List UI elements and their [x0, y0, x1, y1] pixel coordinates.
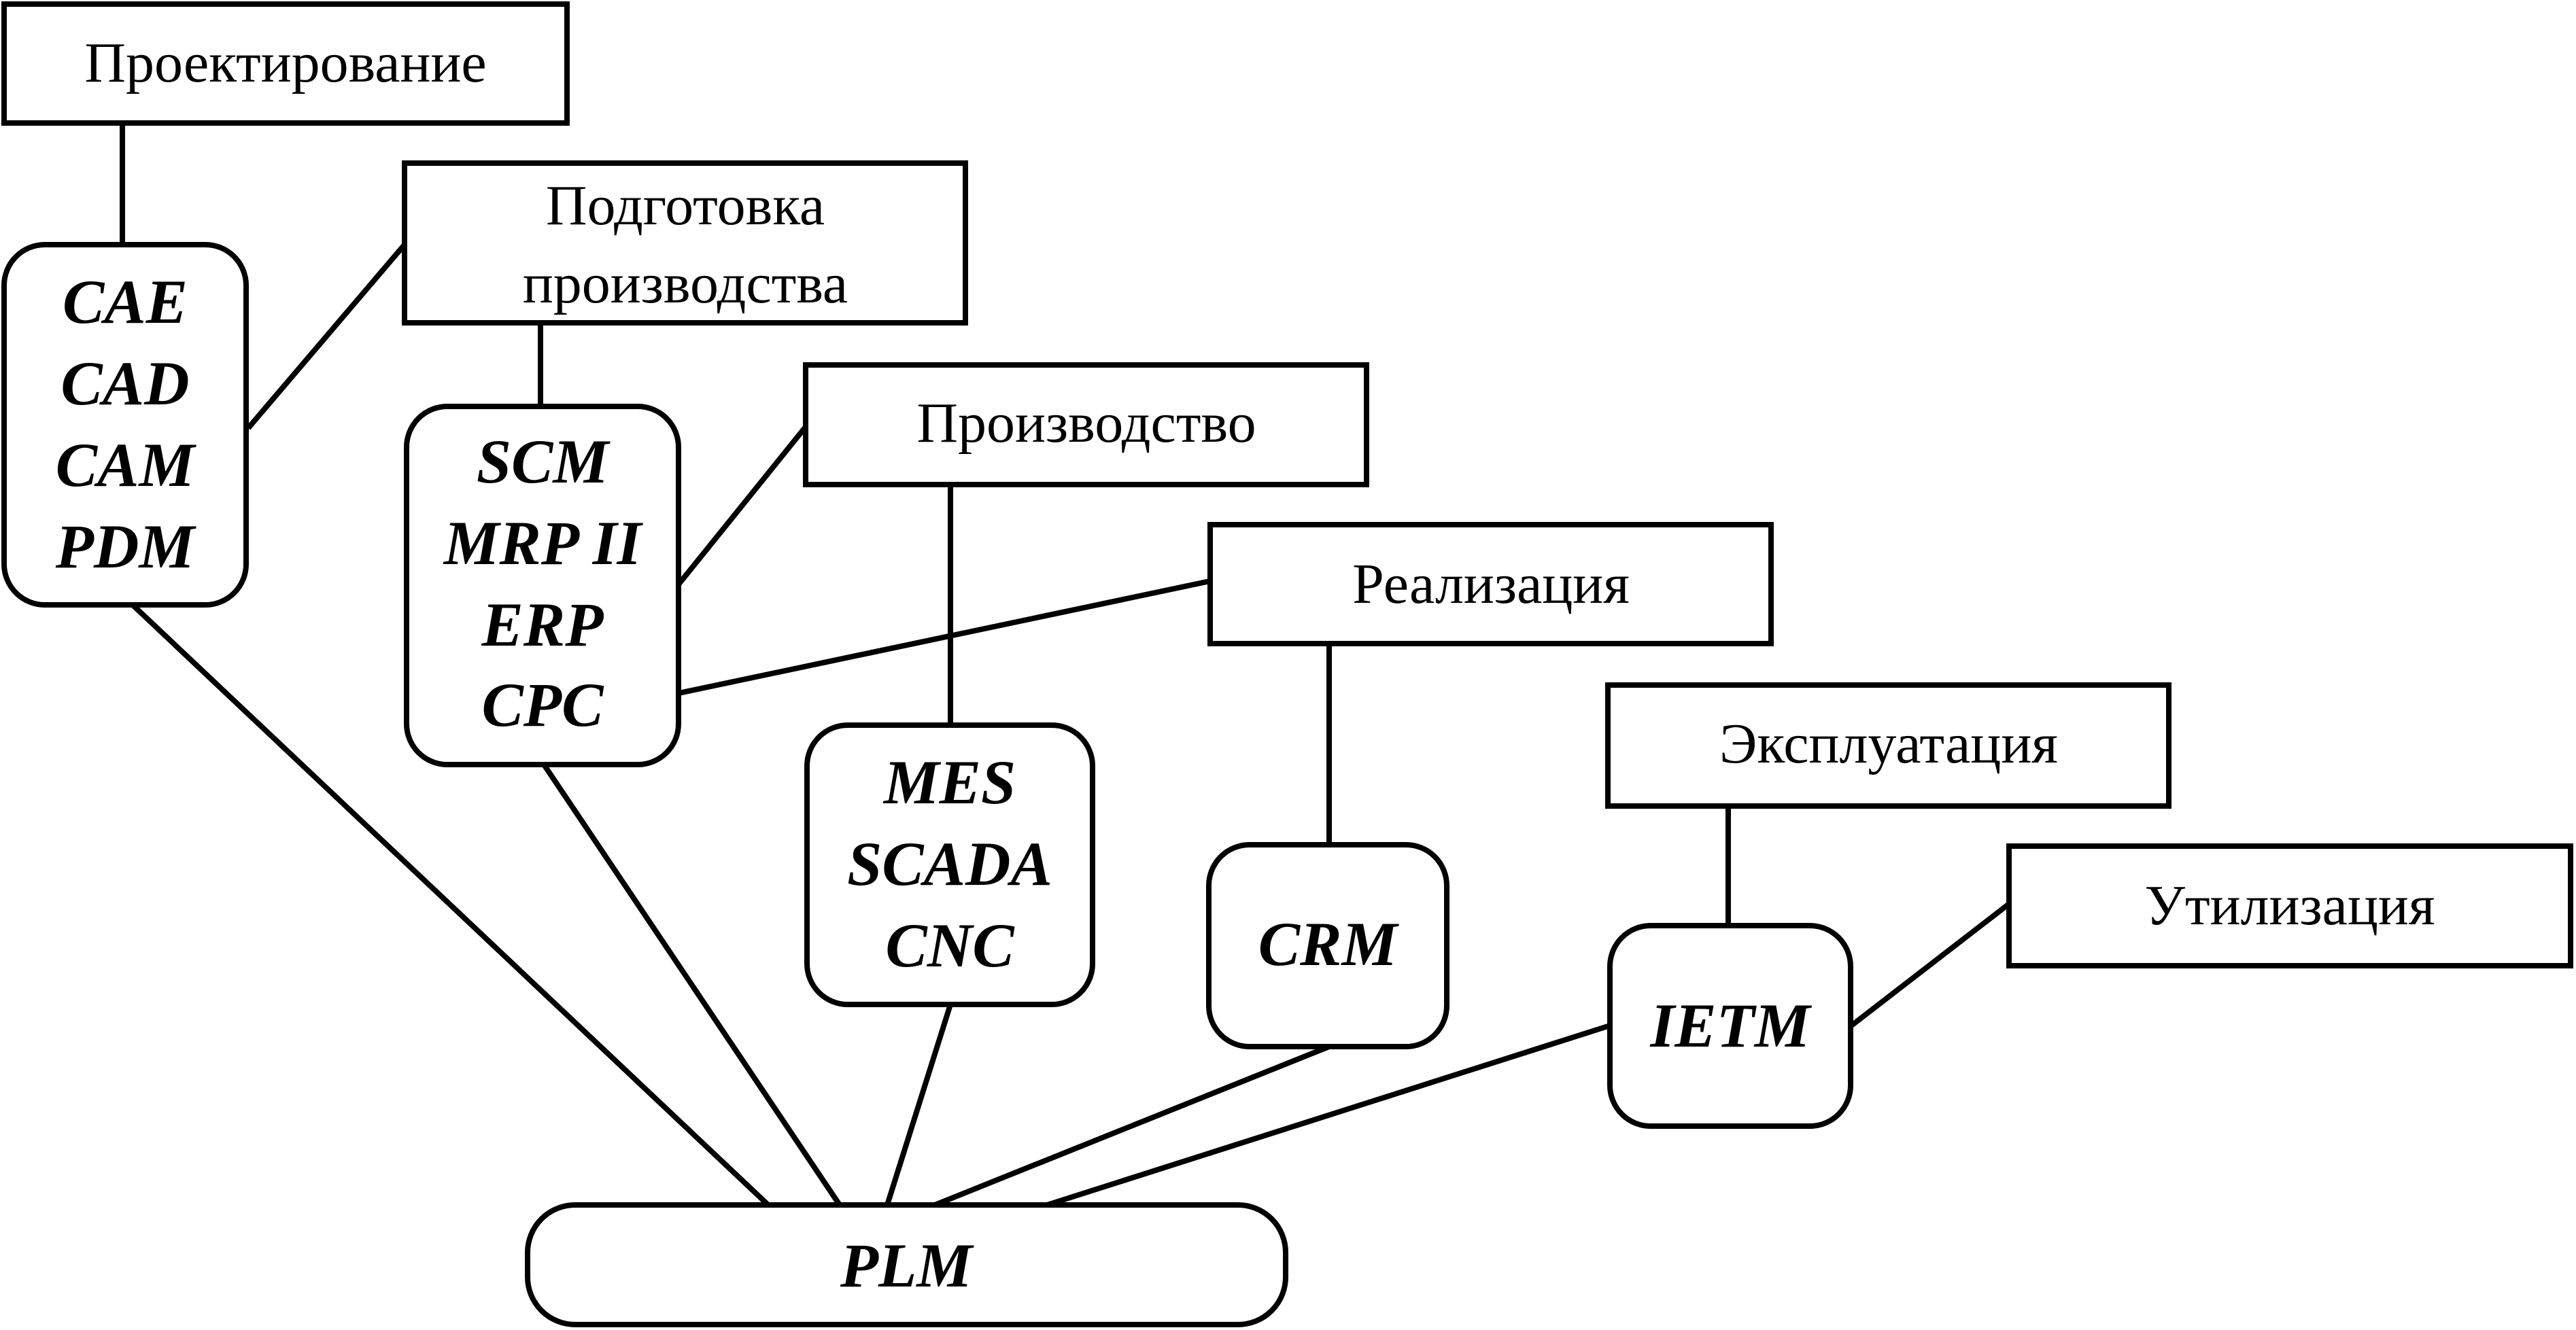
connector-preparation-to-design-group: [245, 243, 407, 430]
stage-preparation-label-line2: производства: [523, 252, 848, 315]
connector-ietm-to-plm: [1046, 1023, 1609, 1208]
stage-disposal-label: Утилизация: [2144, 874, 2435, 937]
system-cnc: CNC: [885, 911, 1015, 980]
system-cpc: CPC: [482, 670, 605, 739]
system-cad: CAD: [61, 349, 189, 418]
system-group-operation: IETM: [1607, 923, 1853, 1129]
system-scada: SCADA: [847, 829, 1052, 898]
connector-preparation-group-to-plm: [541, 763, 842, 1207]
connector-design-group-to-plm: [131, 603, 770, 1207]
connector-production-to-preparation-group: [676, 425, 808, 587]
connectors: [120, 122, 2011, 1208]
system-mes: MES: [882, 748, 1016, 817]
plm-core-box: PLM: [525, 1202, 1288, 1327]
system-group-realization: CRM: [1206, 842, 1449, 1049]
system-group-design: CAE CAD CAM PDM: [1, 242, 249, 608]
system-group-preparation: SCM MRP II ERP CPC: [404, 404, 681, 767]
connector-production-group-to-plm: [885, 1003, 953, 1206]
system-scm: SCM: [477, 427, 611, 496]
system-pdm: PDM: [55, 512, 197, 581]
stage-operation-label: Эксплуатация: [1719, 712, 2058, 775]
connector-realization-to-preparation-group: [678, 578, 1211, 696]
system-ietm: IETM: [1649, 991, 1812, 1060]
system-cam: CAM: [56, 430, 197, 500]
stage-design-label: Проектирование: [84, 31, 486, 94]
stage-preparation-box: Подготовка производства: [402, 160, 968, 326]
system-group-production: MES SCADA CNC: [804, 722, 1095, 1007]
system-cae: CAE: [63, 267, 188, 336]
stage-realization-box: Реализация: [1207, 522, 1774, 646]
stage-design-box: Проектирование: [1, 1, 570, 126]
connector-disposal-to-ietm: [1849, 901, 2011, 1029]
stage-preparation-label-line1: Подготовка: [546, 174, 825, 237]
system-erp: ERP: [481, 590, 604, 659]
system-crm: CRM: [1258, 909, 1400, 979]
stage-production-label: Производство: [916, 391, 1256, 455]
stage-realization-label: Реализация: [1352, 553, 1630, 616]
stage-production-box: Производство: [803, 362, 1369, 487]
stage-operation-box: Эксплуатация: [1605, 682, 2171, 809]
connector-crm-to-plm: [933, 1044, 1330, 1208]
system-mrp-ii: MRP II: [443, 508, 644, 578]
system-plm: PLM: [840, 1231, 974, 1300]
stage-disposal-box: Утилизация: [2006, 843, 2573, 968]
